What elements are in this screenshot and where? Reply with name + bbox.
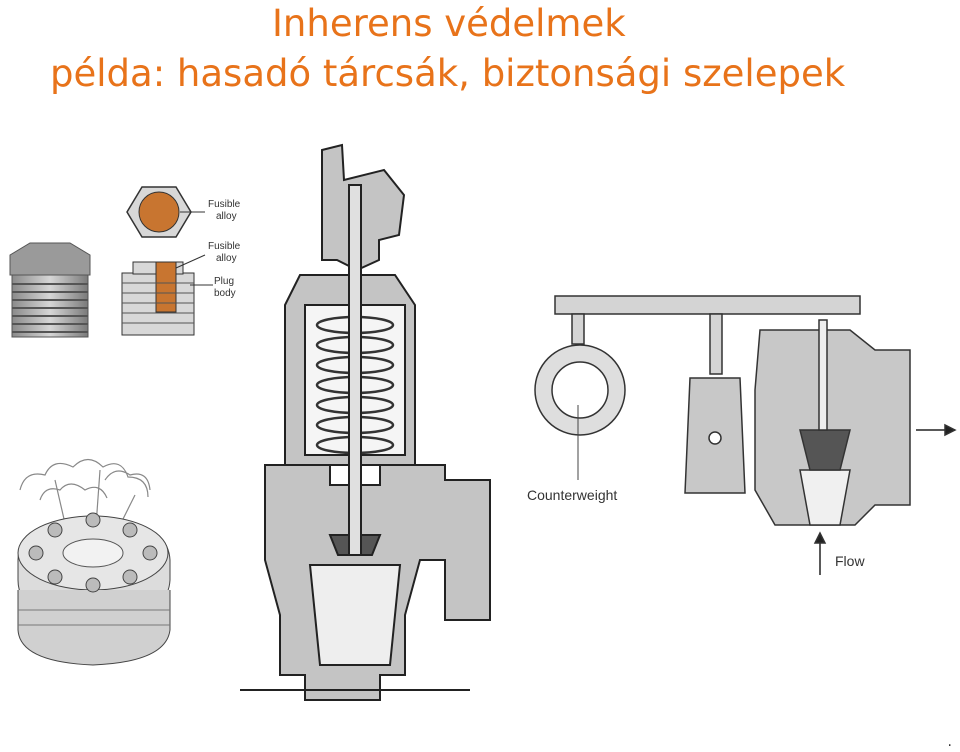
- label-counterweight: Counterweight: [527, 487, 617, 503]
- label-fusible-alloy-top-2: alloy: [216, 211, 237, 222]
- label-fusible-alloy-mid-1: Fusible: [208, 241, 241, 252]
- rupture-disk-illustration: [17, 458, 171, 666]
- fusible-plug-diagram: [121, 186, 213, 336]
- label-fusible-alloy-mid-2: alloy: [216, 253, 237, 264]
- lever-arm: [554, 295, 861, 315]
- label-fusible-alloy-top-1: Fusible: [208, 199, 241, 210]
- label-plug-body-1: Plug: [214, 276, 234, 287]
- label-plug-body-2: body: [214, 288, 236, 299]
- title-line-1: Inherens védelmek: [272, 2, 626, 45]
- spring-safety-valve: [240, 143, 491, 701]
- fusible-plug-photo: [9, 242, 91, 338]
- lever-safety-valve: [534, 295, 957, 575]
- footer-dot: .: [947, 734, 952, 750]
- title-line-2: példa: hasadó tárcsák, biztonsági szelep…: [50, 52, 846, 95]
- label-flow: Flow: [835, 553, 865, 569]
